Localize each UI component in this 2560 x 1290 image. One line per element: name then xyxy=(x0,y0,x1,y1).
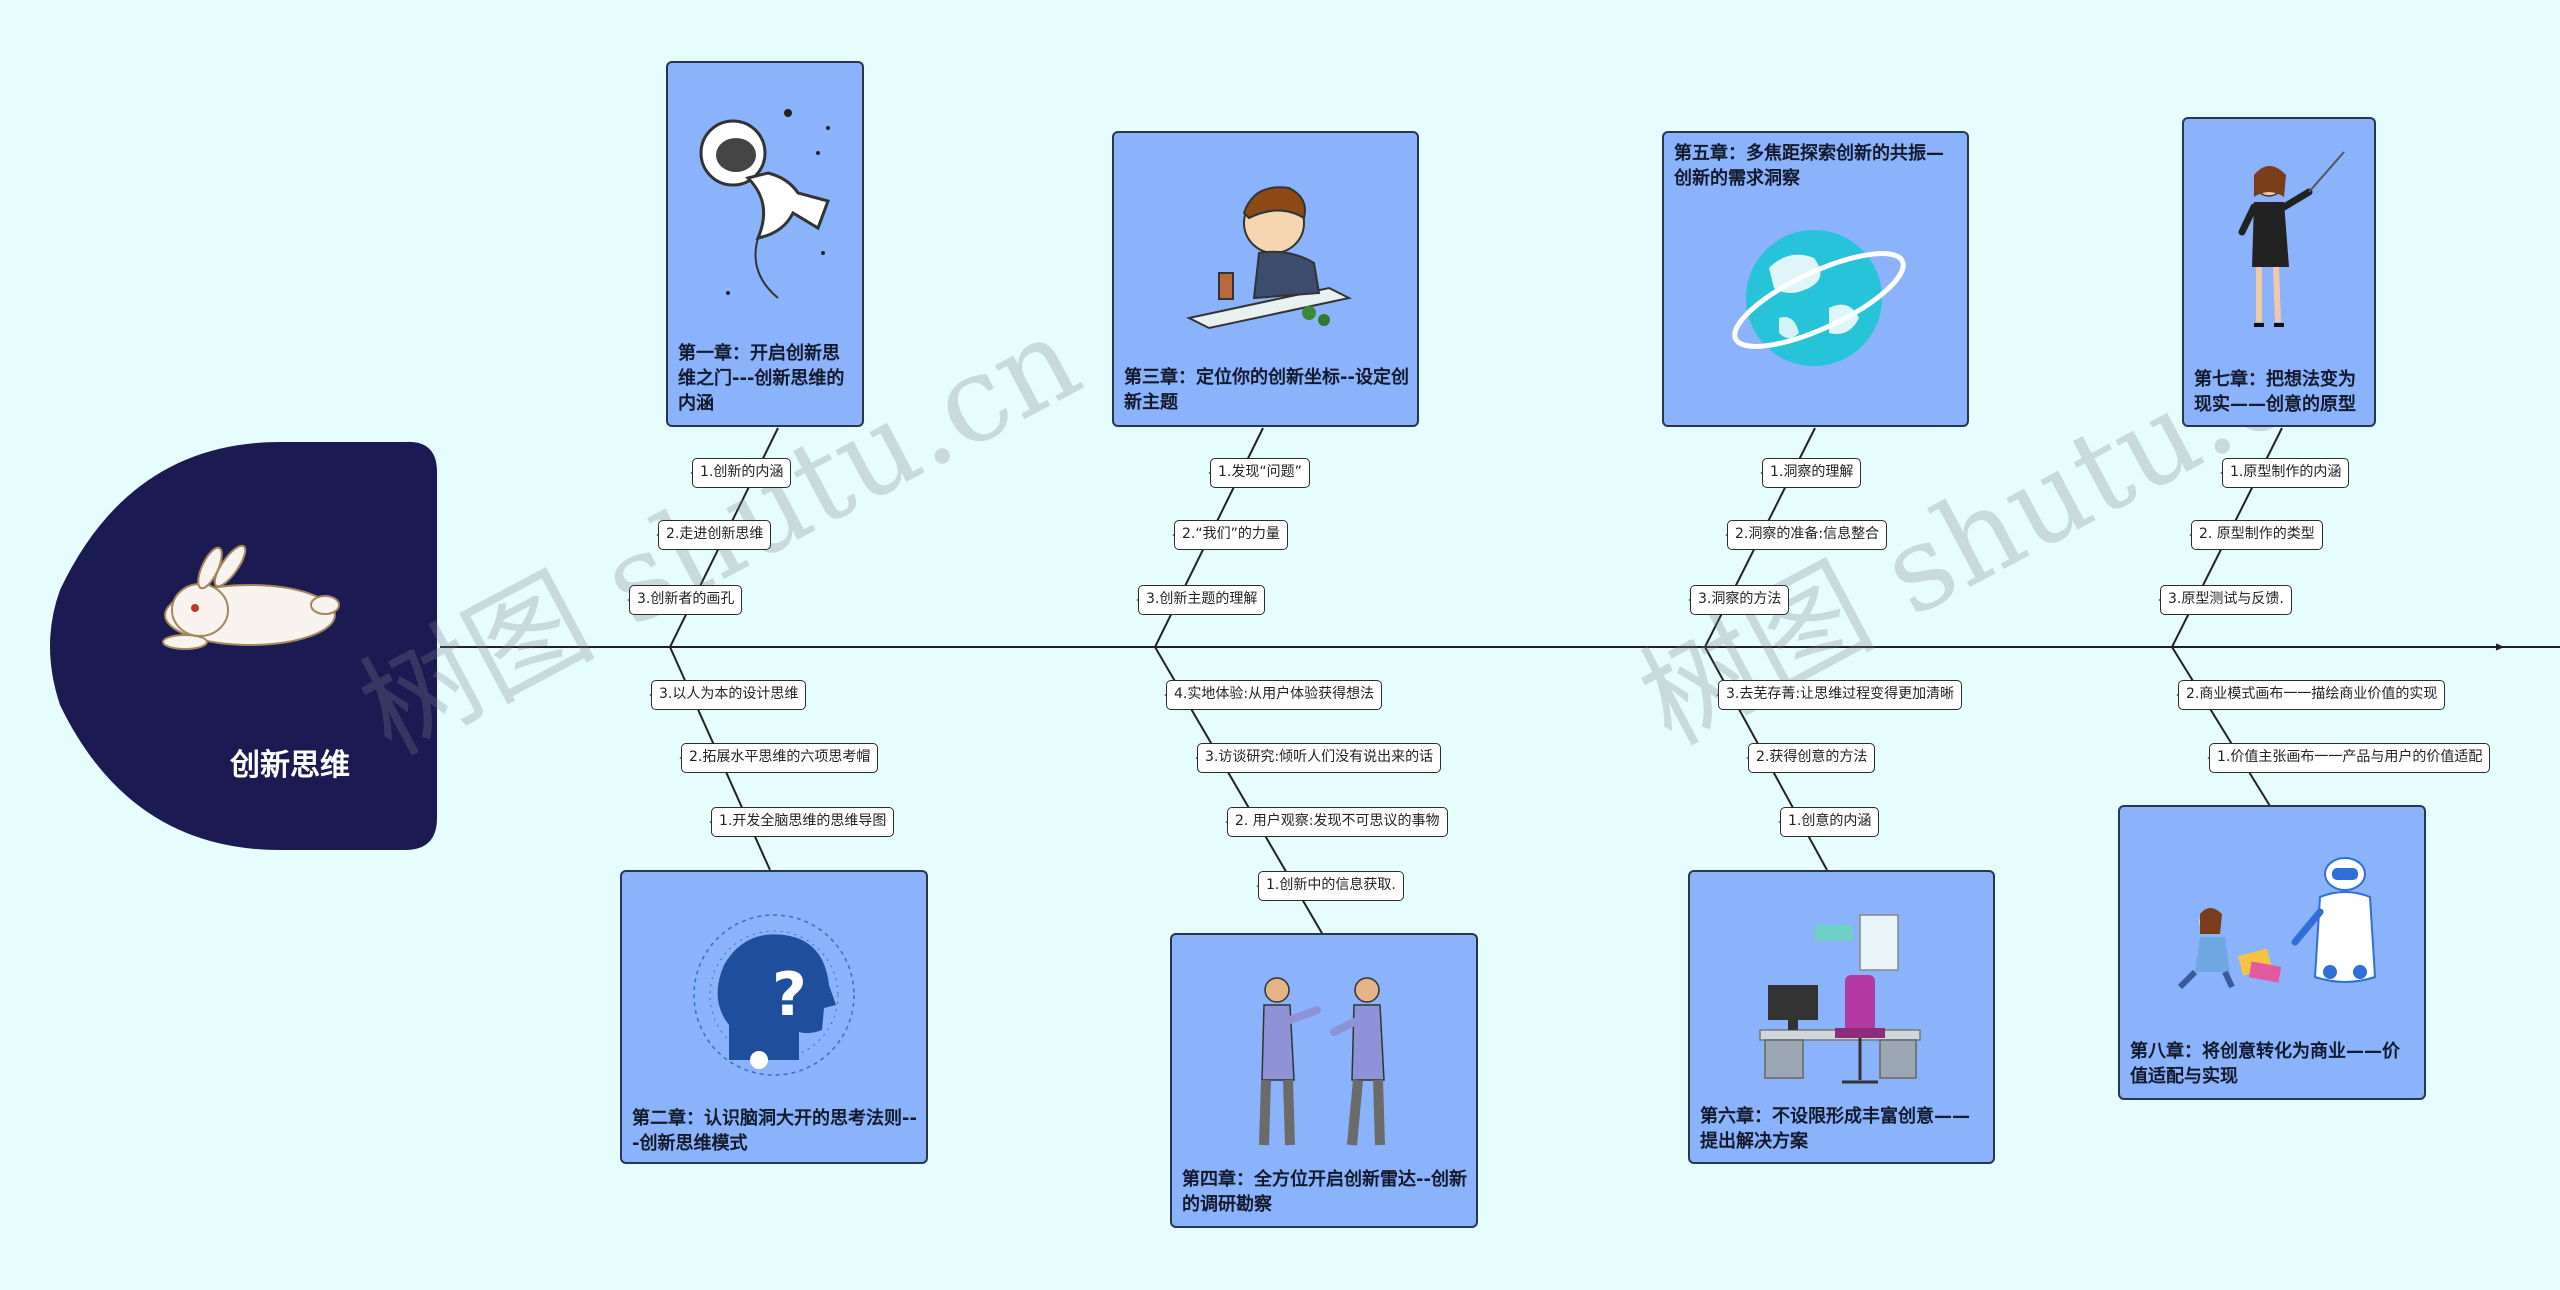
topic-ch3-3[interactable]: 3.创新主题的理解 xyxy=(1138,585,1266,615)
topic-ch6-2[interactable]: 2.获得创意的方法 xyxy=(1748,743,1876,773)
topic-ch2-1[interactable]: 3.以人为本的设计思维 xyxy=(651,680,807,710)
topic-ch5-2[interactable]: 2.洞察的准备:信息整合 xyxy=(1727,520,1888,550)
root-title: 创新思维 xyxy=(230,748,350,783)
topic-ch3-2[interactable]: 2.“我们”的力量 xyxy=(1174,520,1288,550)
woman-pointer-icon xyxy=(2238,151,2345,327)
topic-ch4-4[interactable]: 1.创新中的信息获取. xyxy=(1258,871,1404,901)
chapter-title-3: 第三章：定位你的创新坐标--设定创新主题 xyxy=(1124,367,1409,413)
chapter-card-6[interactable]: 第六章：不设限形成丰富创意——提出解决方案 xyxy=(1688,870,1995,1164)
topic-ch1-1[interactable]: 1.创新的内涵 xyxy=(692,458,792,488)
chapter-card-3[interactable]: 第三章：定位你的创新坐标--设定创新主题 xyxy=(1112,131,1419,427)
boy-drawing-icon xyxy=(1186,186,1352,330)
topic-ch4-3[interactable]: 2. 用户观察:发现不可思议的事物 xyxy=(1227,807,1448,837)
root-head[interactable] xyxy=(0,440,450,860)
chapter-title-1: 第一章：开启创新思维之门---创新思维的内涵 xyxy=(678,343,845,414)
topic-ch8-1[interactable]: 2.商业模式画布一一描绘商业价值的实现 xyxy=(2178,680,2446,710)
topic-ch4-1[interactable]: 4.实地体验:从用户体验获得想法 xyxy=(1166,680,1383,710)
chapter-title-6: 第六章：不设限形成丰富创意——提出解决方案 xyxy=(1700,1106,1970,1152)
robot-and-girl-icon xyxy=(2177,857,2377,990)
topic-ch3-1[interactable]: 1.发现“问题” xyxy=(1210,458,1310,488)
topic-ch1-3[interactable]: 3.创新者的画孔 xyxy=(629,585,743,615)
topic-ch5-3[interactable]: 3.洞察的方法 xyxy=(1690,585,1790,615)
topic-ch6-3[interactable]: 1.创意的内涵 xyxy=(1780,807,1880,837)
astronaut-icon xyxy=(699,109,830,299)
chapter-card-4[interactable]: 第四章：全方位开启创新雷达--创新的调研勘察 xyxy=(1170,933,1478,1228)
topic-ch8-2[interactable]: 1.价值主张画布一一产品与用户的价值适配 xyxy=(2209,743,2491,773)
topic-ch6-1[interactable]: 3.去芜存菁:让思维过程变得更加清晰 xyxy=(1718,680,1963,710)
topic-ch7-1[interactable]: 1.原型制作的内涵 xyxy=(2222,458,2350,488)
chapter-card-7[interactable]: 第七章：把想法变为现实——创意的原型 xyxy=(2182,117,2376,427)
chapter-title-5: 第五章：多焦距探索创新的共振—创新的需求洞察 xyxy=(1674,143,1944,189)
chapter-title-4: 第四章：全方位开启创新雷达--创新的调研勘察 xyxy=(1182,1169,1467,1215)
chapter-title-2: 第二章：认识脑洞大开的思考法则---创新思维模式 xyxy=(632,1108,917,1154)
two-people-talking-icon xyxy=(1259,977,1385,1146)
head-question-icon: ? xyxy=(693,914,855,1076)
chapter-card-5[interactable]: 第五章：多焦距探索创新的共振—创新的需求洞察 xyxy=(1662,131,1969,427)
topic-ch7-3[interactable]: 3.原型测试与反馈. xyxy=(2160,585,2292,615)
chapter-title-8: 第八章：将创意转化为商业——价值适配与实现 xyxy=(2130,1041,2400,1087)
globe-icon xyxy=(1732,230,1906,366)
topic-ch5-1[interactable]: 1.洞察的理解 xyxy=(1762,458,1862,488)
topic-ch2-2[interactable]: 2.拓展水平思维的六项思考帽 xyxy=(681,743,879,773)
chapter-card-8[interactable]: 第八章：将创意转化为商业——价值适配与实现 xyxy=(2118,805,2426,1100)
office-desk-icon xyxy=(1759,914,1921,1084)
chapter-card-1[interactable]: 第一章：开启创新思维之门---创新思维的内涵 xyxy=(666,61,864,427)
topic-ch4-2[interactable]: 3.访谈研究:倾听人们没有说出来的话 xyxy=(1197,743,1442,773)
chapter-card-2[interactable]: ? 第二章：认识脑洞大开的思考法则---创新思维模式 xyxy=(620,870,928,1164)
topic-ch2-3[interactable]: 1.开发全脑思维的思维导图 xyxy=(711,807,895,837)
rabbit-icon xyxy=(162,544,340,650)
topic-ch7-2[interactable]: 2. 原型制作的类型 xyxy=(2191,520,2323,550)
chapter-title-7: 第七章：把想法变为现实——创意的原型 xyxy=(2194,369,2356,415)
svg-text:?: ? xyxy=(772,960,807,1030)
topic-ch1-2[interactable]: 2.走进创新思维 xyxy=(658,520,772,550)
